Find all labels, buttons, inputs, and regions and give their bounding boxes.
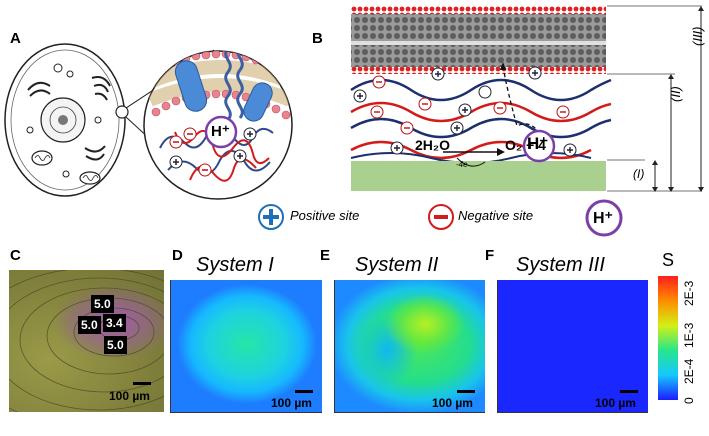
system-ii-title: System II xyxy=(355,254,439,276)
vesicle xyxy=(94,116,102,124)
colorbar-tick: 0 xyxy=(682,397,696,404)
reaction-proton: H⁺ xyxy=(527,134,549,153)
layer-label-i: (I) xyxy=(633,167,645,181)
empty-site xyxy=(478,85,492,99)
mitochondrion-cristae xyxy=(34,155,51,161)
layer-iii-top-charges xyxy=(351,6,606,14)
system-i-title: System I xyxy=(196,254,274,276)
colorbar-tick: 2E-3 xyxy=(682,280,696,306)
layer-ii-positive-sites xyxy=(353,66,577,157)
mitochondrion xyxy=(31,150,53,166)
cell-schematic xyxy=(4,43,293,200)
scale-label: 100 µm xyxy=(432,396,473,410)
scale-bar xyxy=(620,390,638,393)
electron-arrow xyxy=(456,157,486,167)
nucleolus-ring xyxy=(49,106,77,134)
legend-negative-label: Negative site xyxy=(458,208,534,223)
layer-schematic xyxy=(350,5,704,192)
layer-iii-upper xyxy=(351,14,606,41)
proton-path-arrowhead xyxy=(500,62,506,70)
scale-label: 100 µm xyxy=(595,396,636,410)
scale-bar xyxy=(295,390,313,393)
scale-bar xyxy=(133,382,151,385)
colorbar-unit: S xyxy=(662,250,675,270)
measurement-value: 5.0 xyxy=(78,316,101,334)
reaction-arrowhead xyxy=(497,148,505,156)
layer-label-ii: (II) xyxy=(668,86,683,102)
vesicle xyxy=(53,63,63,73)
vesicle xyxy=(62,170,70,178)
chain-negative xyxy=(350,101,612,123)
proton-legend-icon xyxy=(585,199,623,237)
proton-path xyxy=(502,65,544,141)
panel-label-d: D xyxy=(172,247,183,264)
transmembrane-helix xyxy=(224,51,244,121)
colorbar-tick: 2E-4 xyxy=(682,358,696,384)
micrograph: 5.0 5.0 3.4 5.0 100 µm xyxy=(9,270,164,412)
colorbar xyxy=(658,276,678,400)
layer-ii-negative-sites xyxy=(370,75,570,135)
measurement-value: 5.0 xyxy=(104,336,127,354)
golgi xyxy=(84,145,106,161)
system-iii-title: System III xyxy=(516,254,605,276)
layer-iii-lower xyxy=(351,45,606,67)
layer-i-electrode xyxy=(351,161,606,191)
reaction-proton-circle xyxy=(522,129,556,163)
panel-label-a: A xyxy=(10,30,21,47)
negative-site-icon xyxy=(428,204,454,230)
layer-label-iii: (III) xyxy=(690,26,705,47)
chain-positive xyxy=(350,117,612,139)
reaction-right: O₂ + 4 xyxy=(505,137,546,153)
panel-label-f: F xyxy=(485,247,495,264)
proton-circle xyxy=(204,115,238,149)
panel-label-b: B xyxy=(312,30,323,47)
measurement-value: 3.4 xyxy=(103,314,126,332)
panel-label-c: C xyxy=(10,247,21,264)
legend-positive-label: Positive site xyxy=(290,208,360,223)
mitochondrion xyxy=(79,171,101,185)
zoom-marker xyxy=(115,105,129,119)
nucleolus xyxy=(58,115,68,125)
measurement-value: 5.0 xyxy=(91,295,114,313)
vesicle xyxy=(26,126,34,134)
positive-sites xyxy=(169,127,257,169)
map-system-iii: 100 µm xyxy=(497,280,648,413)
panel-label-e: E xyxy=(320,247,331,264)
scale-label: 100 µm xyxy=(271,396,312,410)
membrane-protein-blue xyxy=(243,82,273,122)
reaction-left: 2H₂O xyxy=(415,137,451,153)
scale-bar xyxy=(457,390,475,393)
reaction-electrons: -4e xyxy=(456,160,468,169)
map-system-i: 100 µm xyxy=(170,280,322,413)
membrane-protein-blue xyxy=(174,60,208,112)
endoplasmic-reticulum xyxy=(27,76,111,101)
layer-iii-bottom-charges xyxy=(351,67,606,74)
negative-sites xyxy=(169,127,212,177)
map-system-ii: 100 µm xyxy=(334,280,485,413)
positive-site-icon xyxy=(258,204,284,230)
membrane-proton-label: H⁺ xyxy=(211,123,230,140)
legend-proton-label: H⁺ xyxy=(593,210,613,227)
vesicle xyxy=(66,70,74,78)
cell-inner-membrane xyxy=(10,49,120,191)
scale-label: 100 µm xyxy=(109,389,150,403)
colorbar-tick: 1E-3 xyxy=(682,322,696,348)
layer-iii-gap xyxy=(351,41,606,45)
mitochondrion-cristae xyxy=(82,175,99,181)
lipid-tails-bottom xyxy=(147,78,292,107)
chain-positive xyxy=(350,78,612,102)
